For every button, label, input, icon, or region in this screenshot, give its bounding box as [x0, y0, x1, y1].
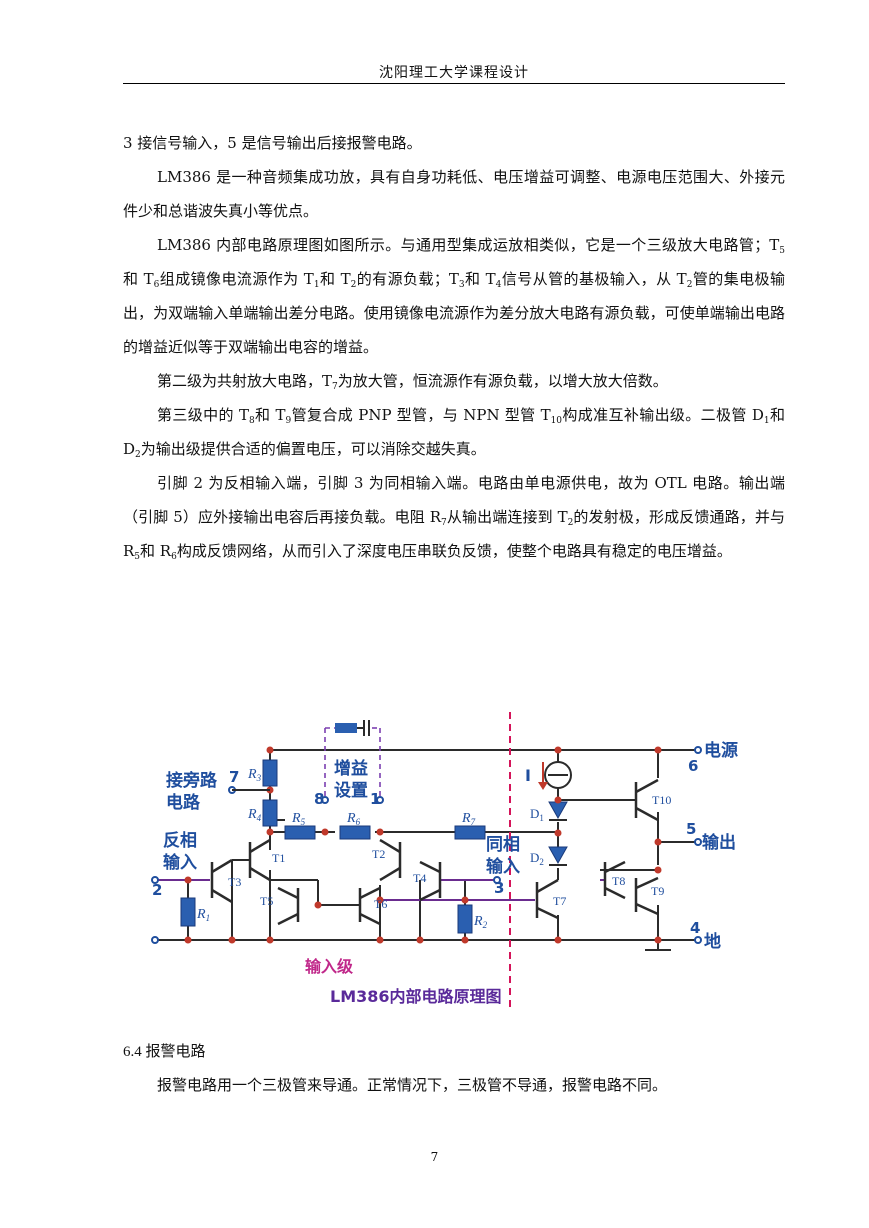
- diodes: [548, 801, 568, 866]
- paragraph-2: LM386 是一种音频集成功放，具有自身功耗低、电压增益可调整、电源电压范围大、…: [123, 168, 785, 220]
- transistors: [210, 778, 659, 926]
- label-ground: 地: [704, 931, 721, 952]
- junction-nodes: [184, 746, 662, 944]
- label-r3: R3: [247, 767, 262, 783]
- label-r1: R1: [196, 907, 210, 923]
- resistor-r1: [180, 897, 196, 927]
- label-pin4: 4: [690, 919, 700, 937]
- gain-capacitor: [357, 720, 370, 736]
- label-pin7: 7: [229, 768, 239, 786]
- label-noninv-1: 同相: [486, 834, 520, 855]
- label-noninv-2: 输入: [486, 856, 520, 877]
- label-t9: T9: [651, 884, 664, 898]
- label-gain-1: 增益: [334, 758, 368, 779]
- label-pin8: 8: [314, 790, 324, 808]
- label-t1: T1: [272, 851, 285, 865]
- resistor-r6: [339, 825, 371, 840]
- section-paragraph: 报警电路用一个三极管来导通。正常情况下，三极管不导通，报警电路不同。: [157, 1076, 668, 1094]
- section-title: 6.4 报警电路: [123, 1044, 206, 1060]
- header-rule: [123, 83, 785, 84]
- diode-d1-icon: [548, 801, 568, 820]
- label-r6: R6: [346, 811, 361, 827]
- resistor-r7: [454, 825, 486, 840]
- paragraph-3: LM386 内部电路原理图如图所示。与通用型集成运放相类似，它是一个三级放大电路…: [123, 236, 785, 356]
- label-pin3: 3: [494, 879, 504, 897]
- paragraph-1: 3 接信号输入，5 是信号输出后接报警电路。: [123, 134, 422, 152]
- label-inverting-1: 反相: [163, 830, 197, 851]
- label-bypass-1: 接旁路: [166, 770, 218, 791]
- label-pin1: 1: [370, 790, 380, 808]
- label-d1: D1: [530, 806, 544, 823]
- circuit-diagram: 接旁路 7 电路 增益 设置 8 1 反相 输入 2 同相 输入 3 电源 6 …: [140, 712, 760, 1012]
- resistor-r4: [262, 799, 278, 827]
- label-power: 电源: [704, 740, 738, 761]
- label-pin5: 5: [686, 820, 696, 838]
- gain-dashed: [324, 727, 381, 800]
- label-r5: R5: [291, 811, 306, 827]
- gain-resistor: [335, 723, 357, 733]
- label-t3: T3: [228, 875, 241, 889]
- label-inverting-2: 输入: [163, 852, 197, 873]
- resistor-r5: [284, 825, 316, 840]
- label-input-stage: 输入级: [305, 957, 354, 976]
- paragraph-5: 第三级中的 T8和 T9管复合成 PNP 型管，与 NPN 型管 T10构成准互…: [123, 406, 786, 460]
- label-gain-2: 设置: [334, 781, 368, 801]
- page-number: 7: [430, 1150, 439, 1164]
- label-t2: T2: [372, 847, 385, 861]
- label-r2: R2: [473, 914, 488, 930]
- circuit-svg: 接旁路 7 电路 增益 设置 8 1 反相 输入 2 同相 输入 3 电源 6 …: [151, 712, 738, 1010]
- label-t4: T4: [413, 871, 426, 885]
- resistor-r2: [457, 904, 473, 934]
- label-t6: T6: [374, 897, 387, 911]
- diode-d2-icon: [548, 846, 568, 865]
- resistor-r3: [262, 759, 278, 787]
- label-t8: T8: [612, 874, 625, 888]
- label-output: 输出: [702, 832, 736, 853]
- pins: [151, 746, 702, 944]
- resistors: [180, 759, 486, 934]
- label-pin2: 2: [152, 881, 162, 899]
- label-t10: T10: [652, 793, 671, 807]
- label-r7: R7: [461, 811, 476, 827]
- label-r4: R4: [247, 807, 262, 823]
- signal-wires: [155, 879, 605, 901]
- label-pin6: 6: [688, 757, 698, 775]
- paragraph-4: 第二级为共射放大电路，T7为放大管，恒流源作有源负载，以增大放大倍数。: [157, 372, 668, 392]
- label-t5: T5: [260, 894, 273, 908]
- header-title: 沈阳理工大学课程设计: [379, 65, 529, 81]
- label-bypass-2: 电路: [166, 792, 201, 813]
- label-t7: T7: [553, 894, 566, 908]
- paragraph-6: 引脚 2 为反相输入端，引脚 3 为同相输入端。电路由单电源供电，故为 OTL …: [123, 474, 785, 562]
- label-d2: D2: [530, 850, 544, 867]
- label-current-source: I: [525, 766, 531, 785]
- figure-caption: LM386内部电路原理图: [330, 987, 502, 1006]
